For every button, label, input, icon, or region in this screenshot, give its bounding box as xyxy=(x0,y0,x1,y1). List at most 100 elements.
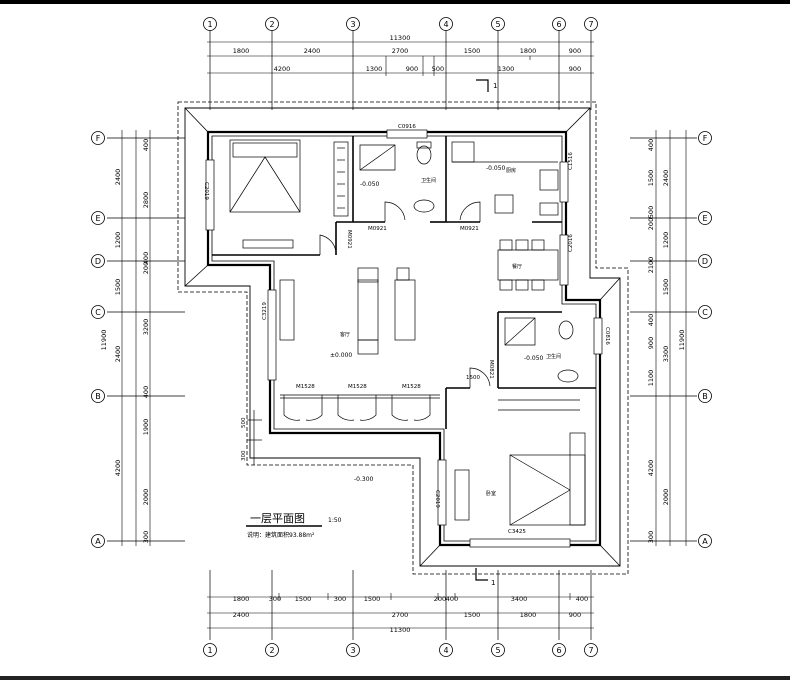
grid-label: B xyxy=(702,392,708,401)
grid-bubble-left-A xyxy=(91,534,105,548)
grid-label: 3 xyxy=(350,646,355,655)
dim-text: 900 xyxy=(647,337,655,349)
windows xyxy=(205,129,603,548)
label-m1528-b: M1528 xyxy=(348,384,367,390)
grid-label: 6 xyxy=(556,646,561,655)
grid-bubble-top-6 xyxy=(552,17,566,31)
grid-bubble-bottom-2 xyxy=(265,643,279,657)
grid-label: C xyxy=(702,308,708,317)
label-c2019-bottom: C2019 xyxy=(434,490,440,508)
drawing-title: 一层平面图 xyxy=(250,512,305,525)
grid-bubble-top-2 xyxy=(265,17,279,31)
grid-label: E xyxy=(95,214,100,223)
room-label-kitchen: 厨房 xyxy=(506,167,516,174)
window-c2016 xyxy=(559,234,569,286)
window-labels: C0916 C1516 C2016 C2019 C3219 C0816 C201… xyxy=(203,124,610,535)
wardrobe xyxy=(333,141,349,217)
door-kitchen xyxy=(459,201,481,222)
door-french-2a xyxy=(337,395,355,421)
grid-label: 4 xyxy=(443,20,448,29)
dim-text: 2400 xyxy=(114,346,122,363)
grid-label: F xyxy=(96,134,101,143)
door-french-3a xyxy=(391,395,409,421)
grid-bubble-left-C xyxy=(91,305,105,319)
room-labels: 卫生间 厨房 餐厅 客厅 卫生间 卧室 xyxy=(340,167,561,497)
grid-label: 7 xyxy=(588,646,593,655)
grid-label: C xyxy=(95,308,101,317)
dim-text: 2400 xyxy=(114,169,122,186)
grid-label: 7 xyxy=(588,20,593,29)
door-french-1a xyxy=(283,395,301,421)
grid-label: A xyxy=(95,537,101,546)
dim-text: 3300 xyxy=(662,346,670,363)
dim-left-total: 11900 xyxy=(100,330,108,351)
dim-text: 500 xyxy=(647,206,655,218)
dim-text: 2700 xyxy=(392,611,409,619)
dim-text: 1300 xyxy=(498,65,515,73)
grid-label: D xyxy=(702,257,708,266)
elevation-bath2: -0.050 xyxy=(524,355,544,362)
grid-bubble-left-B xyxy=(91,389,105,403)
label-m1528-c: M1528 xyxy=(402,384,421,390)
grid-bubble-labels: 1 2 3 4 5 6 7 1 2 3 4 5 6 7 F E D C B A … xyxy=(95,20,708,655)
roof-outer-line xyxy=(184,107,621,567)
dim-text: 2000 xyxy=(142,489,150,506)
dim-text: 1300 xyxy=(366,65,383,73)
label-m0821: M0821 xyxy=(488,360,494,379)
grid-bubble-right-D xyxy=(698,254,712,268)
dim-text: 2700 xyxy=(392,47,409,55)
label-c0916: C0916 xyxy=(398,124,416,130)
grid-bubble-right-B xyxy=(698,389,712,403)
grid-bubble-bottom-1 xyxy=(203,643,217,657)
label-m0921-a: M0921 xyxy=(346,230,352,249)
label-c2019-top: C2019 xyxy=(203,182,209,200)
dim-text: 900 xyxy=(406,65,418,73)
dim-text: 900 xyxy=(569,65,581,73)
dim-text: 3200 xyxy=(142,319,150,336)
exterior-wall xyxy=(206,130,602,547)
furniture xyxy=(229,139,586,526)
dim-total-top: 11300 xyxy=(390,34,411,42)
dim-text: 500 xyxy=(432,65,444,73)
dim-text: 2400 xyxy=(304,47,321,55)
dim-text: 2400 xyxy=(233,611,250,619)
dim-text: 300 xyxy=(334,595,346,603)
grid-bubble-bottom-3 xyxy=(346,643,360,657)
dim-text: 1500 xyxy=(647,170,655,187)
dim-text: 400 xyxy=(647,314,655,326)
grid-bubble-bottom-7 xyxy=(584,643,598,657)
right-dimension-text: 400 1500 2400 500 200 1200 2100 1500 330… xyxy=(647,139,686,543)
top-dimension-lines xyxy=(207,41,594,76)
section-markers xyxy=(475,79,489,581)
dim-text: 1800 xyxy=(233,595,250,603)
dim-text: 4200 xyxy=(114,460,122,477)
dim-text: 4200 xyxy=(647,460,655,477)
door-bedroom xyxy=(319,234,337,255)
roof-hip-lines xyxy=(184,107,621,567)
fridge xyxy=(494,194,514,214)
left-dimension-text: 400 2400 2800 1200 400 200 1500 3200 240… xyxy=(100,139,150,543)
dim-text: 300 xyxy=(647,531,655,543)
dim-right-total: 11900 xyxy=(678,330,686,351)
dim-text: 1800 xyxy=(520,47,537,55)
door-bath2 xyxy=(469,367,491,388)
dim-text: 1800 xyxy=(233,47,250,55)
grid-bubble-left-E xyxy=(91,211,105,225)
dim-text: 300 xyxy=(142,531,150,543)
label-c1516: C1516 xyxy=(568,152,574,170)
shower-2 xyxy=(504,317,536,346)
dim-text: 1500 xyxy=(295,595,312,603)
grid-label: 3 xyxy=(350,20,355,29)
elevation-outside: -0.300 xyxy=(354,476,374,483)
window-c0816 xyxy=(593,317,603,355)
basin xyxy=(413,199,435,213)
top-dimension-text: 11300 1800 2400 2700 1500 1800 900 4200 … xyxy=(233,34,581,73)
grid-bubble-top-1 xyxy=(203,17,217,31)
dim-text: 200 xyxy=(142,262,150,274)
grid-bubble-bottom-4 xyxy=(439,643,453,657)
left-dimension-lines xyxy=(121,130,151,546)
grid-bubble-left-F xyxy=(91,131,105,145)
stove xyxy=(451,141,475,163)
dim-500: 500 xyxy=(241,417,247,428)
dim-text: 1900 xyxy=(142,419,150,436)
